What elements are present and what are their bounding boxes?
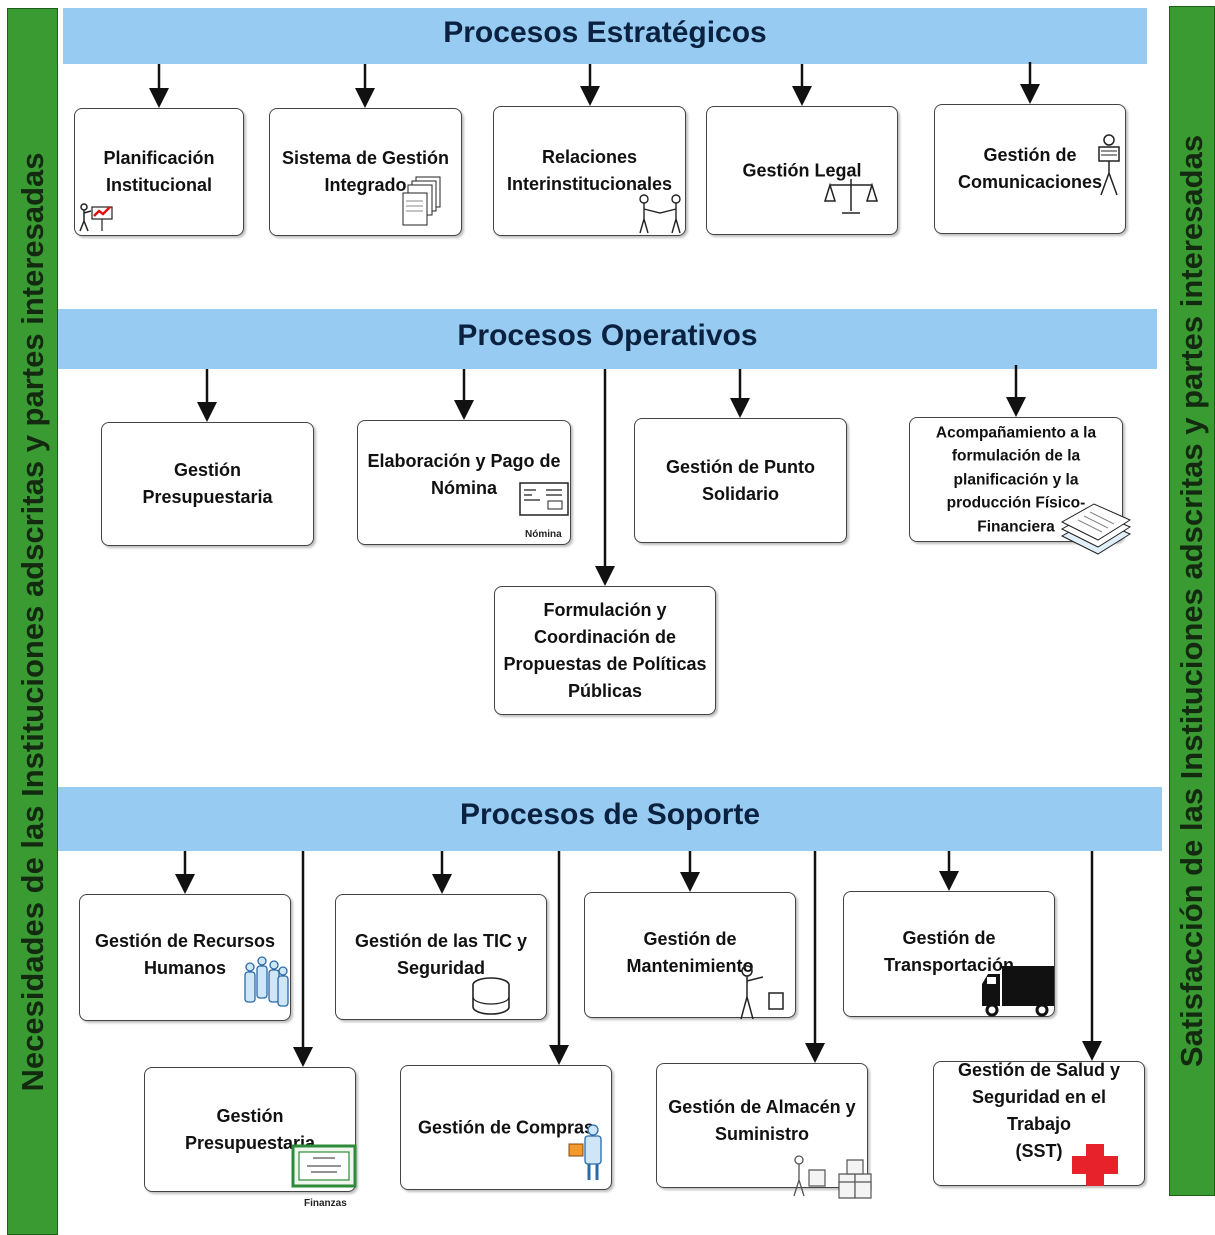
box-label: Gestión de Punto Solidario xyxy=(665,456,815,504)
process-box-planificacion[interactable]: Planificación Institucional xyxy=(74,108,244,236)
worker-icon xyxy=(740,965,784,1020)
process-box-presupuestaria-op[interactable]: Gestión Presupuestaria xyxy=(101,422,314,546)
box-label: Gestión de Mantenimiento xyxy=(626,928,754,976)
box-label: Gestión Legal xyxy=(742,160,862,180)
box-label: Gestión de Transportación xyxy=(883,927,1015,975)
right-sidebar: Satisfacción de las Instituciones adscri… xyxy=(1169,6,1215,1196)
speaker-person-icon xyxy=(1098,134,1120,196)
process-box-recursos-humanos[interactable]: Gestión de Recursos Humanos xyxy=(79,894,291,1021)
paper-stack-icon xyxy=(1060,503,1132,555)
process-box-mantenimiento[interactable]: Gestión de Mantenimiento xyxy=(584,892,796,1020)
process-box-almacen[interactable]: Gestión de Almacén y Suministro xyxy=(656,1063,872,1199)
support-title: Procesos de Soporte xyxy=(459,798,761,831)
presenter-chart-icon xyxy=(79,203,113,232)
process-box-presupuestaria-sop[interactable]: Gestión Presupuestaria xyxy=(144,1067,357,1192)
left-sidebar: Necesidades de las Instituciones adscrit… xyxy=(7,8,58,1235)
operative-title: Procesos Operativos xyxy=(457,319,758,352)
process-box-compras[interactable]: Gestión de Compras xyxy=(400,1065,612,1190)
people-group-icon xyxy=(244,956,289,1007)
box-label: Formulación y Coordinación de Propuestas… xyxy=(503,599,707,701)
warehouse-boxes-icon xyxy=(793,1155,872,1199)
box-label: Gestión Presupuestaria xyxy=(142,460,273,507)
strategic-title: Procesos Estratégicos xyxy=(443,16,767,49)
certificate-icon xyxy=(291,1144,357,1188)
process-box-legal[interactable]: Gestión Legal xyxy=(706,106,898,235)
process-box-transportacion[interactable]: Gestión de Transportación xyxy=(843,891,1055,1017)
box-label: Gestión de Compras xyxy=(417,1117,595,1137)
process-box-relaciones[interactable]: Relaciones Interinstitucionales xyxy=(493,106,686,236)
box-label: Gestión de Salud y Seguridad en el Traba… xyxy=(957,1060,1121,1162)
shopper-icon xyxy=(568,1124,602,1180)
payroll-document-icon xyxy=(519,482,569,516)
box-label: Gestión de Almacén y Suministro xyxy=(668,1096,856,1144)
process-box-punto-solidario[interactable]: Gestión de Punto Solidario xyxy=(634,418,847,543)
truck-icon xyxy=(982,966,1054,1017)
finanzas-caption: Finanzas xyxy=(304,1198,347,1209)
scales-icon xyxy=(824,179,878,214)
box-label: Relaciones Interinstitucionales xyxy=(506,147,673,194)
process-box-sistema-gestion[interactable]: Sistema de Gestión Integrado xyxy=(269,108,462,236)
process-box-politicas-publicas[interactable]: Formulación y Coordinación de Propuestas… xyxy=(494,586,716,715)
box-label: Acompañamiento a la formulación de la pl… xyxy=(935,423,1097,535)
box-label: Gestión de Recursos Humanos xyxy=(94,931,276,978)
process-box-comunicaciones[interactable]: Gestión de Comunicaciones xyxy=(934,104,1126,234)
database-icon xyxy=(472,977,510,1015)
handshake-people-icon xyxy=(639,194,681,234)
documents-stack-icon xyxy=(402,176,441,226)
box-label: Gestión de Comunicaciones xyxy=(957,145,1103,192)
support-band: Procesos de Soporte xyxy=(58,787,1162,851)
box-label: Sistema de Gestión Integrado xyxy=(281,148,450,195)
process-box-nomina[interactable]: Elaboración y Pago de Nómina Nómina xyxy=(357,420,571,545)
payroll-caption: Nómina xyxy=(525,529,562,540)
box-label: Gestión Presupuestaria xyxy=(184,1105,316,1153)
box-label: Elaboración y Pago de Nómina xyxy=(367,451,561,499)
box-label: Planificación Institucional xyxy=(103,148,215,195)
process-box-acompanamiento[interactable]: Acompañamiento a la formulación de la pl… xyxy=(909,417,1132,555)
strategic-band: Procesos Estratégicos xyxy=(63,8,1147,64)
red-cross-icon xyxy=(1072,1144,1118,1186)
process-box-salud-seguridad[interactable]: Gestión de Salud y Seguridad en el Traba… xyxy=(933,1060,1145,1186)
process-box-tic-seguridad[interactable]: Gestión de las TIC y Seguridad xyxy=(335,894,547,1020)
box-label: Gestión de las TIC y Seguridad xyxy=(354,930,528,978)
operative-band: Procesos Operativos xyxy=(58,309,1157,369)
